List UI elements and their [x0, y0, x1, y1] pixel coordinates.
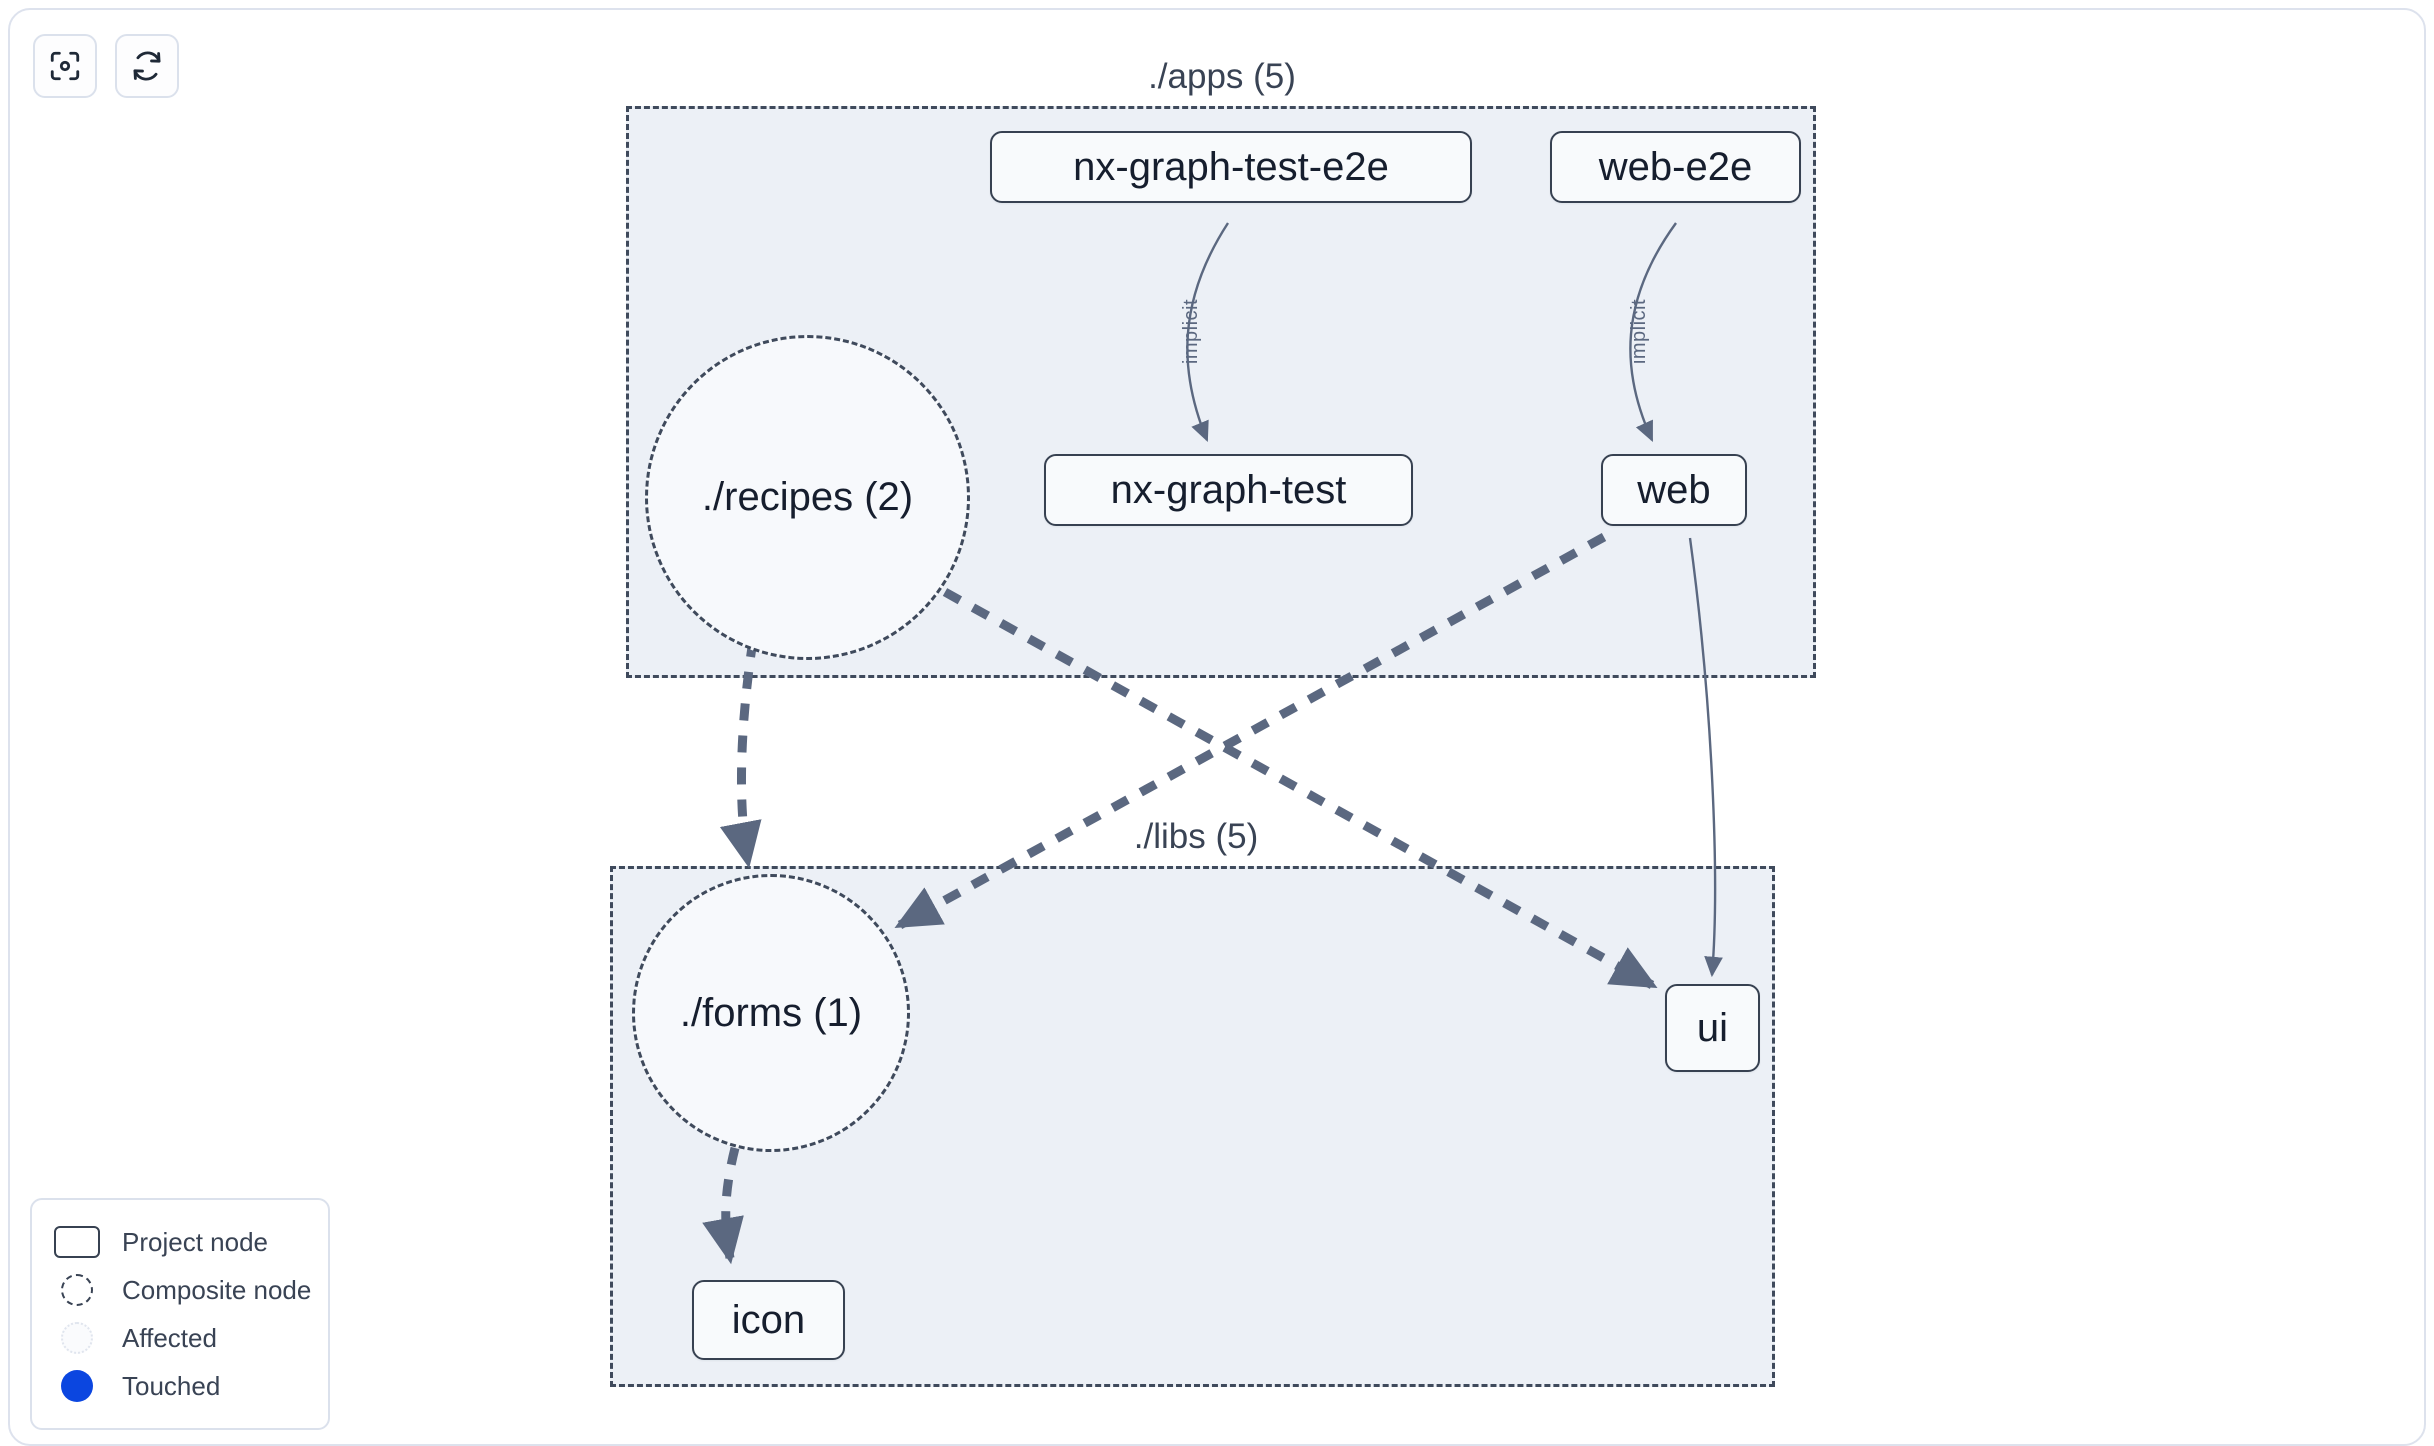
- project-node-label: nx-graph-test: [1110, 467, 1347, 512]
- group-title-apps: ./apps (5): [1136, 57, 1308, 97]
- refresh-icon: [130, 49, 164, 83]
- project-node-ui[interactable]: ui: [1665, 984, 1760, 1072]
- graph-toolbar: [33, 34, 179, 98]
- edge-label-implicit-1: implicit: [1180, 298, 1203, 365]
- edge-label-implicit-2: implicit: [1628, 298, 1651, 365]
- composite-node-swatch-icon: [54, 1273, 100, 1307]
- composite-node-label: ./recipes (2): [701, 475, 914, 519]
- legend-label: Affected: [122, 1322, 217, 1353]
- composite-node-label: ./forms (1): [679, 990, 863, 1035]
- project-node-icon[interactable]: icon: [692, 1280, 845, 1360]
- composite-node-forms[interactable]: ./forms (1): [632, 874, 910, 1152]
- legend-item-touched: Touched: [54, 1362, 306, 1410]
- project-node-web-e2e[interactable]: web-e2e: [1550, 131, 1801, 203]
- focus-target-icon: [48, 49, 82, 83]
- legend-item-project-node: Project node: [54, 1218, 306, 1266]
- project-node-label: web-e2e: [1598, 144, 1753, 189]
- project-node-swatch-icon: [54, 1225, 100, 1259]
- project-node-nx-graph-test[interactable]: nx-graph-test: [1044, 454, 1413, 526]
- group-title-libs: ./libs (5): [1121, 817, 1271, 857]
- legend-item-affected: Affected: [54, 1314, 306, 1362]
- project-node-label: ui: [1696, 1005, 1729, 1050]
- graph-legend: Project node Composite node Affected Tou…: [30, 1198, 330, 1430]
- focus-graph-button[interactable]: [33, 34, 97, 98]
- affected-swatch-icon: [54, 1321, 100, 1355]
- refresh-graph-button[interactable]: [115, 34, 179, 98]
- legend-label: Composite node: [122, 1274, 312, 1305]
- touched-swatch-icon: [54, 1369, 100, 1403]
- legend-label: Project node: [122, 1226, 268, 1257]
- project-node-label: icon: [731, 1297, 806, 1342]
- project-node-web[interactable]: web: [1601, 454, 1747, 526]
- composite-node-recipes[interactable]: ./recipes (2): [645, 335, 970, 660]
- project-node-nx-graph-test-e2e[interactable]: nx-graph-test-e2e: [990, 131, 1472, 203]
- project-node-label: web: [1637, 467, 1711, 512]
- legend-label: Touched: [122, 1370, 221, 1401]
- legend-item-composite-node: Composite node: [54, 1266, 311, 1314]
- project-node-label: nx-graph-test-e2e: [1073, 144, 1389, 189]
